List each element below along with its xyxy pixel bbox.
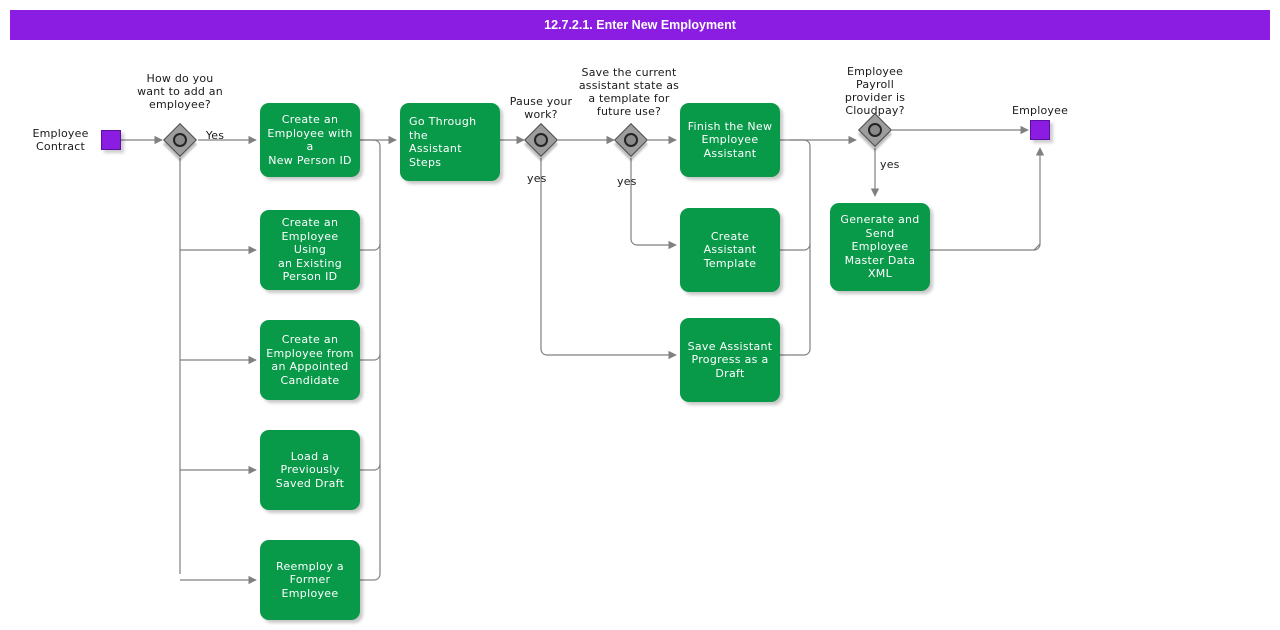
task-label: Create an Employee with a New Person ID xyxy=(267,113,353,167)
task-label: Create an Employee from an Appointed Can… xyxy=(266,333,354,387)
gateway-3-question: Save the current assistant state as a te… xyxy=(578,66,680,118)
task-create-employee-new-person-id[interactable]: Create an Employee with a New Person ID xyxy=(260,103,360,177)
gateway-pause-your-work[interactable] xyxy=(524,123,558,157)
gateway-4-yes-label: yes xyxy=(880,158,900,171)
task-generate-send-employee-master-data-xml[interactable]: Generate and Send Employee Master Data X… xyxy=(830,203,930,291)
gateway-ring-icon xyxy=(173,133,187,147)
task-reemploy-former-employee[interactable]: Reemploy a Former Employee xyxy=(260,540,360,620)
task-create-employee-appointed-candidate[interactable]: Create an Employee from an Appointed Can… xyxy=(260,320,360,400)
task-label: Create an Employee Using an Existing Per… xyxy=(277,216,343,284)
page-title: 12.7.2.1. Enter New Employment xyxy=(544,18,736,32)
gateway-1-yes-label: Yes xyxy=(205,129,225,142)
gateway-payroll-provider-cloudpay[interactable] xyxy=(858,113,892,147)
task-label: Generate and Send Employee Master Data X… xyxy=(840,213,920,281)
gateway-4-question: Employee Payroll provider is Cloudpay? xyxy=(844,65,906,117)
task-create-employee-existing-person-id[interactable]: Create an Employee Using an Existing Per… xyxy=(260,210,360,290)
task-label: Save Assistant Progress as a Draft xyxy=(687,339,773,380)
gateway-ring-icon xyxy=(868,123,882,137)
gateway-2-yes-label: yes xyxy=(527,172,547,185)
start-event-employee-contract[interactable] xyxy=(101,130,121,150)
page-title-bar: 12.7.2.1. Enter New Employment xyxy=(10,10,1270,40)
gateway-3-yes-label: yes xyxy=(617,175,637,188)
task-save-assistant-progress-draft[interactable]: Save Assistant Progress as a Draft xyxy=(680,318,780,402)
end-event-label: Employee xyxy=(1011,104,1069,117)
task-label: Load a Previously Saved Draft xyxy=(275,449,345,490)
task-load-previously-saved-draft[interactable]: Load a Previously Saved Draft xyxy=(260,430,360,510)
gateway-save-template[interactable] xyxy=(614,123,648,157)
task-label: Create Assistant Template xyxy=(703,229,757,270)
start-event-label: Employee Contract xyxy=(32,127,89,153)
gateway-2-question: Pause your work? xyxy=(509,95,573,121)
task-finish-new-employee-assistant[interactable]: Finish the New Employee Assistant xyxy=(680,103,780,177)
gateway-ring-icon xyxy=(624,133,638,147)
task-go-through-assistant-steps[interactable]: Go Through the Assistant Steps xyxy=(400,103,500,181)
task-label: Go Through the Assistant Steps xyxy=(409,115,477,169)
gateway-how-to-add-employee[interactable] xyxy=(163,123,197,157)
end-event-employee[interactable] xyxy=(1030,120,1050,140)
gateway-1-question: How do you want to add an employee? xyxy=(137,72,223,111)
gateway-ring-icon xyxy=(534,133,548,147)
task-create-assistant-template[interactable]: Create Assistant Template xyxy=(680,208,780,292)
task-label: Finish the New Employee Assistant xyxy=(687,119,773,160)
task-label: Reemploy a Former Employee xyxy=(276,559,344,600)
